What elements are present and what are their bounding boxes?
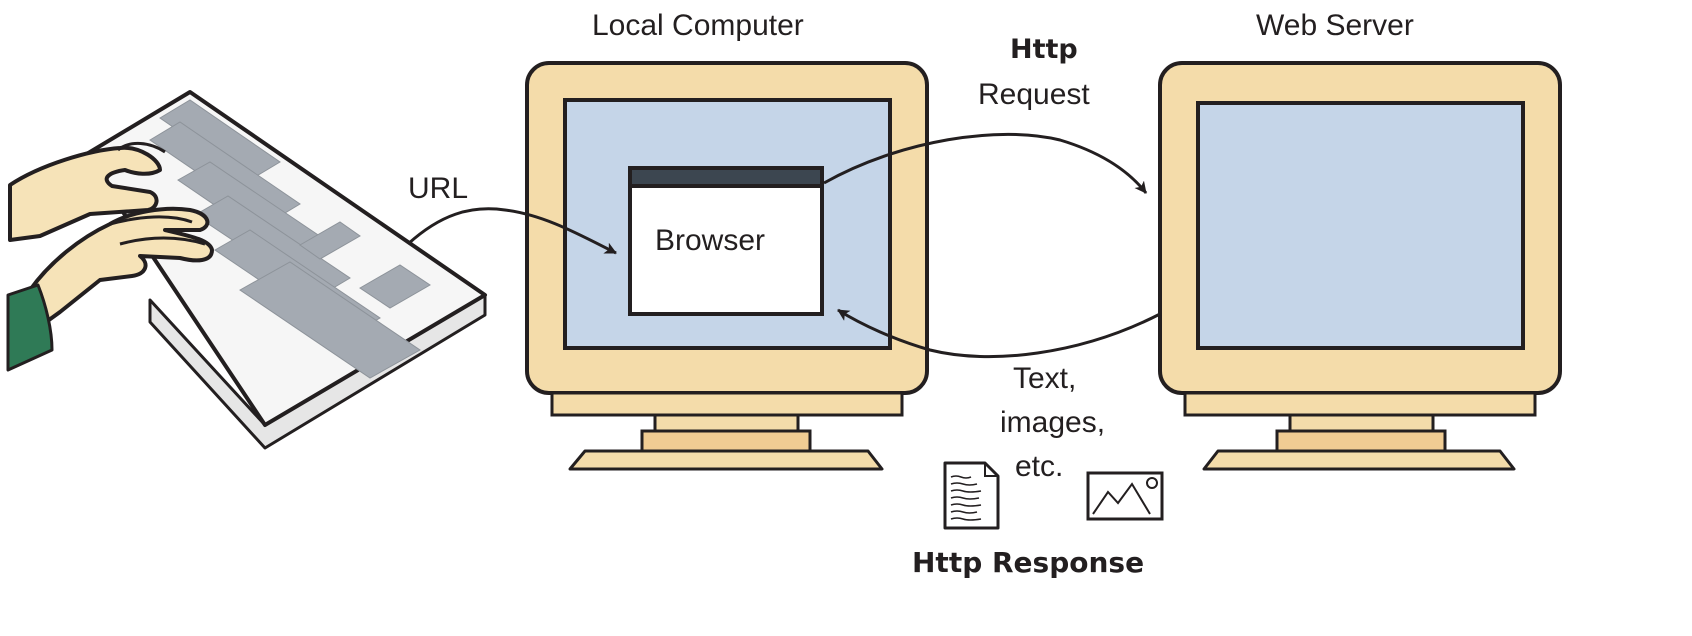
web-server-monitor — [1158, 61, 1562, 471]
browser-window — [628, 166, 824, 316]
http-response-arrow — [837, 308, 1161, 359]
http-request-label-line2: Request — [978, 78, 1090, 111]
http-request-label-line1: Http — [1010, 34, 1078, 65]
image-icon — [1086, 471, 1164, 521]
hands-on-keyboard-icon — [6, 90, 487, 450]
response-text-line3: etc. — [1015, 450, 1064, 483]
response-text-line1: Text, — [1013, 362, 1077, 395]
local-computer-label: Local Computer — [592, 9, 804, 42]
http-request-arrow — [823, 132, 1148, 194]
response-text-line2: images, — [1000, 406, 1106, 439]
http-response-label: Http Response — [912, 546, 1145, 579]
web-server-label: Web Server — [1256, 9, 1414, 42]
browser-label: Browser — [655, 224, 766, 257]
url-label: URL — [408, 172, 469, 205]
url-arrow — [406, 207, 617, 255]
document-icon — [943, 461, 1000, 530]
